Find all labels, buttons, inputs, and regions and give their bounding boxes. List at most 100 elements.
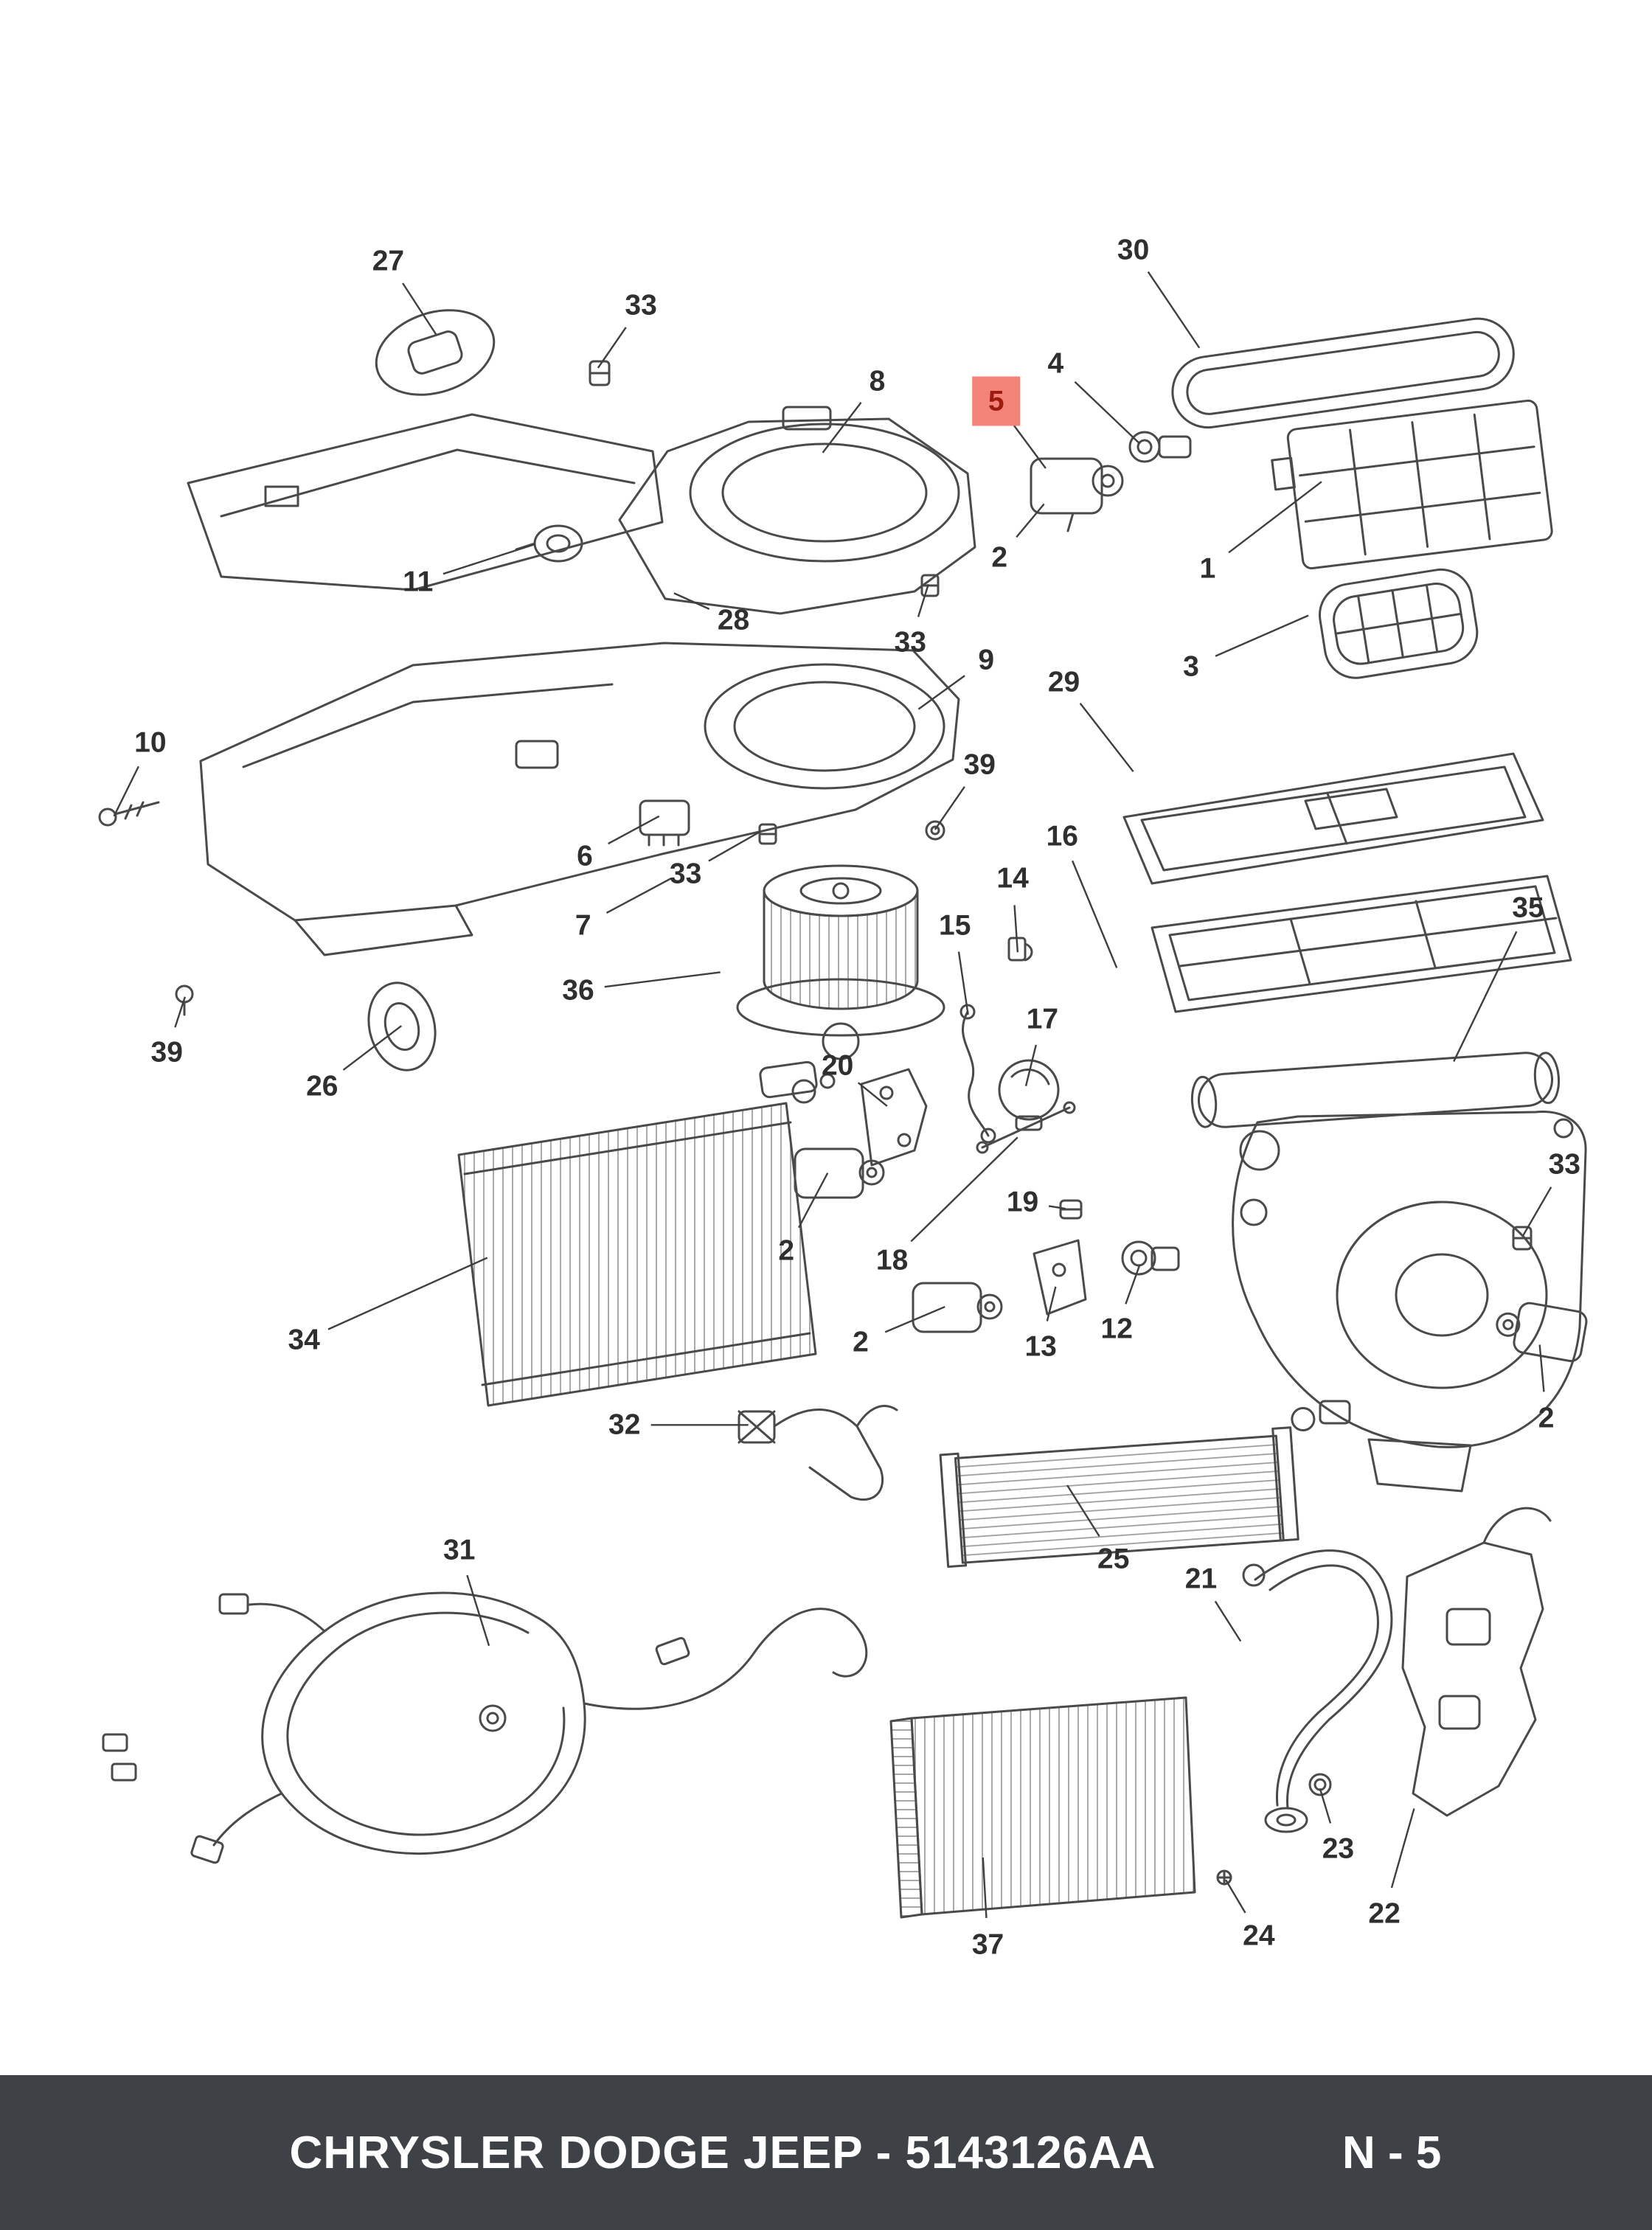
leader-line-13 — [1046, 1286, 1057, 1321]
callout-37[interactable]: 37 — [971, 1928, 1004, 1961]
callout-10[interactable]: 10 — [134, 726, 167, 759]
callout-1[interactable]: 1 — [1199, 552, 1216, 585]
part-actuator-2-right — [1496, 1302, 1588, 1363]
leader-line-12 — [1125, 1264, 1141, 1305]
leader-line-5 — [1011, 422, 1047, 469]
callout-22[interactable]: 22 — [1368, 1897, 1401, 1930]
callout-5[interactable]: 5 — [971, 376, 1021, 426]
callout-21[interactable]: 21 — [1184, 1563, 1218, 1595]
callout-2[interactable]: 2 — [853, 1326, 869, 1358]
callout-33[interactable]: 33 — [669, 858, 702, 890]
part-nut-39 — [925, 820, 945, 841]
callout-39[interactable]: 39 — [963, 748, 996, 781]
callout-32[interactable]: 32 — [608, 1408, 641, 1441]
callout-6[interactable]: 6 — [577, 840, 593, 872]
footer-bar: CHRYSLER DODGE JEEP - 5143126AA N - 5 — [0, 2075, 1652, 2230]
callout-25[interactable]: 25 — [1097, 1543, 1130, 1575]
callout-8[interactable]: 8 — [869, 365, 886, 397]
leader-line-9 — [917, 675, 965, 710]
leader-line-6 — [608, 815, 660, 845]
part-actuator-2-center — [912, 1282, 1003, 1333]
callout-26[interactable]: 26 — [306, 1070, 339, 1102]
callout-35[interactable]: 35 — [1512, 892, 1544, 924]
callout-31[interactable]: 31 — [443, 1534, 476, 1566]
leader-line-2 — [884, 1305, 945, 1333]
leader-line-23 — [1319, 1788, 1332, 1824]
callout-2[interactable]: 2 — [1538, 1402, 1555, 1434]
callout-7[interactable]: 7 — [575, 909, 591, 942]
part-clip-33-top — [589, 360, 611, 386]
part-main-case-16 — [1232, 1111, 1587, 1493]
part-module-6 — [639, 799, 690, 847]
part-blower-housing-8 — [618, 406, 976, 615]
callout-12[interactable]: 12 — [1100, 1313, 1133, 1345]
leader-line-21 — [1214, 1600, 1242, 1642]
part-grommet-39-left — [175, 984, 194, 1016]
leader-line-30 — [1147, 271, 1201, 349]
callout-19[interactable]: 19 — [1006, 1186, 1039, 1218]
callout-2[interactable]: 2 — [778, 1234, 795, 1267]
callout-29[interactable]: 29 — [1047, 666, 1080, 698]
part-clip-19 — [1059, 1199, 1083, 1220]
leader-line-11 — [442, 543, 536, 575]
callout-17[interactable]: 17 — [1026, 1003, 1059, 1035]
part-actuator-2-left — [794, 1147, 885, 1199]
leader-line-1 — [1228, 481, 1322, 554]
leader-line-10 — [113, 765, 139, 817]
callout-16[interactable]: 16 — [1046, 820, 1079, 852]
leader-line-7 — [605, 878, 672, 914]
part-pipes-21 — [1216, 1549, 1393, 1886]
part-bracket-22 — [1401, 1507, 1552, 1817]
callout-9[interactable]: 9 — [978, 644, 995, 676]
callout-20[interactable]: 20 — [821, 1049, 854, 1082]
part-blower-wheel-36 — [736, 864, 945, 1060]
part-link-18 — [976, 1101, 1076, 1154]
callout-11[interactable]: 11 — [403, 566, 434, 598]
callout-33[interactable]: 33 — [894, 626, 926, 659]
callout-14[interactable]: 14 — [996, 862, 1029, 895]
leader-line-28 — [673, 592, 710, 610]
callout-33[interactable]: 33 — [625, 289, 657, 322]
callout-3[interactable]: 3 — [1183, 650, 1199, 683]
leader-line-34 — [327, 1257, 488, 1330]
callout-39[interactable]: 39 — [150, 1036, 183, 1069]
part-clip-33-mid — [920, 574, 940, 597]
leader-line-37 — [982, 1857, 988, 1919]
callout-34[interactable]: 34 — [288, 1324, 320, 1356]
leader-line-16 — [1071, 860, 1118, 968]
callout-30[interactable]: 30 — [1117, 234, 1150, 266]
callout-27[interactable]: 27 — [372, 245, 405, 277]
leader-line-25 — [1066, 1484, 1100, 1537]
leader-line-33 — [708, 830, 760, 862]
leader-line-33 — [1522, 1187, 1552, 1236]
callout-36[interactable]: 36 — [562, 974, 594, 1007]
part-case-9 — [199, 642, 960, 956]
leader-line-39 — [174, 996, 187, 1028]
callout-23[interactable]: 23 — [1322, 1833, 1355, 1865]
callout-24[interactable]: 24 — [1243, 1920, 1275, 1952]
part-seal-26 — [367, 982, 437, 1071]
part-clip-33-right — [1512, 1226, 1533, 1251]
leader-line-2 — [1016, 503, 1045, 538]
leader-line-17 — [1024, 1044, 1037, 1086]
part-cylinder-35 — [1190, 1052, 1561, 1128]
part-grille-30 — [1171, 317, 1515, 429]
leader-line-15 — [957, 951, 969, 1015]
leader-line-33 — [917, 583, 930, 617]
leader-line-20 — [857, 1082, 888, 1107]
part-screw-10 — [98, 801, 160, 827]
callout-28[interactable]: 28 — [717, 604, 750, 636]
callout-18[interactable]: 18 — [875, 1244, 909, 1276]
leader-line-14 — [1013, 905, 1019, 953]
part-evaporator-34 — [457, 1060, 836, 1407]
callout-33[interactable]: 33 — [1548, 1148, 1580, 1181]
callout-2[interactable]: 2 — [991, 541, 1008, 574]
leader-line-22 — [1390, 1808, 1415, 1889]
leader-line-24 — [1225, 1879, 1246, 1914]
part-filter-frame-29 — [1122, 752, 1544, 885]
callout-4[interactable]: 4 — [1047, 347, 1064, 380]
callout-15[interactable]: 15 — [939, 909, 971, 942]
callout-13[interactable]: 13 — [1024, 1330, 1057, 1363]
